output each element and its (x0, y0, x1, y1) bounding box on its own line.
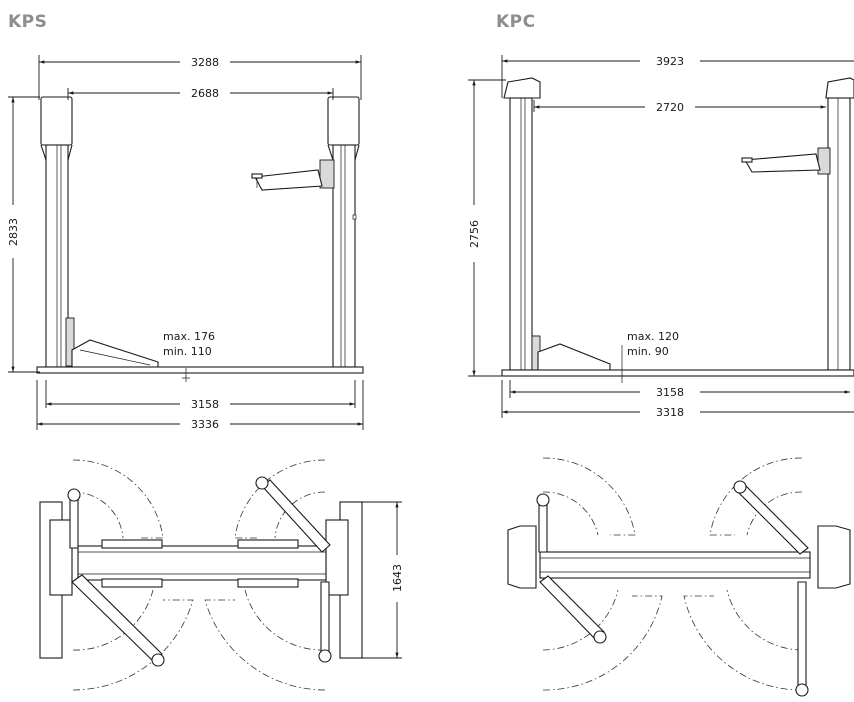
kpc-left-column-head (503, 77, 541, 99)
kps-dim-base-width: 3158 (191, 398, 219, 411)
kps-dim-height: 2833 (7, 218, 20, 246)
kpc-plan-view (507, 457, 851, 697)
kps-plan-lift-pad (67, 488, 81, 502)
kps-elevation-view: 3288 2688 2833 max. 176 min. 110 3158 33… (7, 55, 364, 431)
kpc-plan-lift-pad (733, 480, 747, 494)
kps-dim-overall-width-top: 3288 (191, 56, 219, 69)
kpc-plan-right-column (817, 525, 851, 589)
kpc-plan-lift-pad (536, 493, 550, 507)
kps-dim-inner-width: 2688 (191, 87, 219, 100)
kps-right-column (332, 144, 356, 368)
kps-dim-overall-width-bottom: 3336 (191, 418, 219, 431)
kps-plan-lift-pad (255, 476, 269, 490)
kpc-plan-lift-pad (795, 683, 809, 697)
kps-left-column-head (40, 96, 73, 146)
kpc-dim-overall-width-top: 3923 (656, 55, 684, 68)
kpc-right-lift-arm (744, 153, 821, 173)
kpc-dim-overall-width-bottom: 3318 (656, 406, 684, 419)
kpc-plan-lift-pad (593, 630, 607, 644)
kpc-left-lift-arm (537, 343, 611, 373)
kps-right-column-head (327, 96, 360, 146)
kps-base-plate (36, 366, 364, 374)
kpc-dim-base-width: 3158 (656, 386, 684, 399)
kps-model-title: KPS (8, 12, 48, 32)
kpc-plan-left-column (507, 525, 537, 589)
kpc-plan-cross-beam (539, 551, 811, 579)
kps-dim-pad-min: min. 110 (163, 345, 212, 358)
kps-left-lift-arm (71, 339, 159, 369)
kps-plan-lift-pad (151, 653, 165, 667)
kpc-dim-pad-min: min. 90 (627, 345, 669, 358)
kps-plan-cross-beam (77, 545, 327, 581)
kpc-elevation-view: 3923 2720 2756 max. 120 min. 90 3158 331… (468, 55, 854, 419)
kps-dim-plan-depth: 1643 (391, 564, 404, 592)
kpc-dim-inner-width: 2720 (656, 101, 684, 114)
kpc-right-column (827, 97, 851, 371)
kpc-dim-pad-max: max. 120 (627, 330, 679, 343)
kpc-right-column-head (825, 77, 854, 99)
kps-plan-lift-pad (318, 649, 332, 663)
kpc-dim-height: 2756 (468, 220, 481, 248)
kps-dim-pad-max: max. 176 (163, 330, 215, 343)
kpc-base-plate (501, 369, 854, 377)
kpc-model-title: KPC (496, 12, 536, 32)
kps-plan-view: 1643 (39, 459, 404, 691)
kps-right-lift-arm (254, 169, 323, 191)
